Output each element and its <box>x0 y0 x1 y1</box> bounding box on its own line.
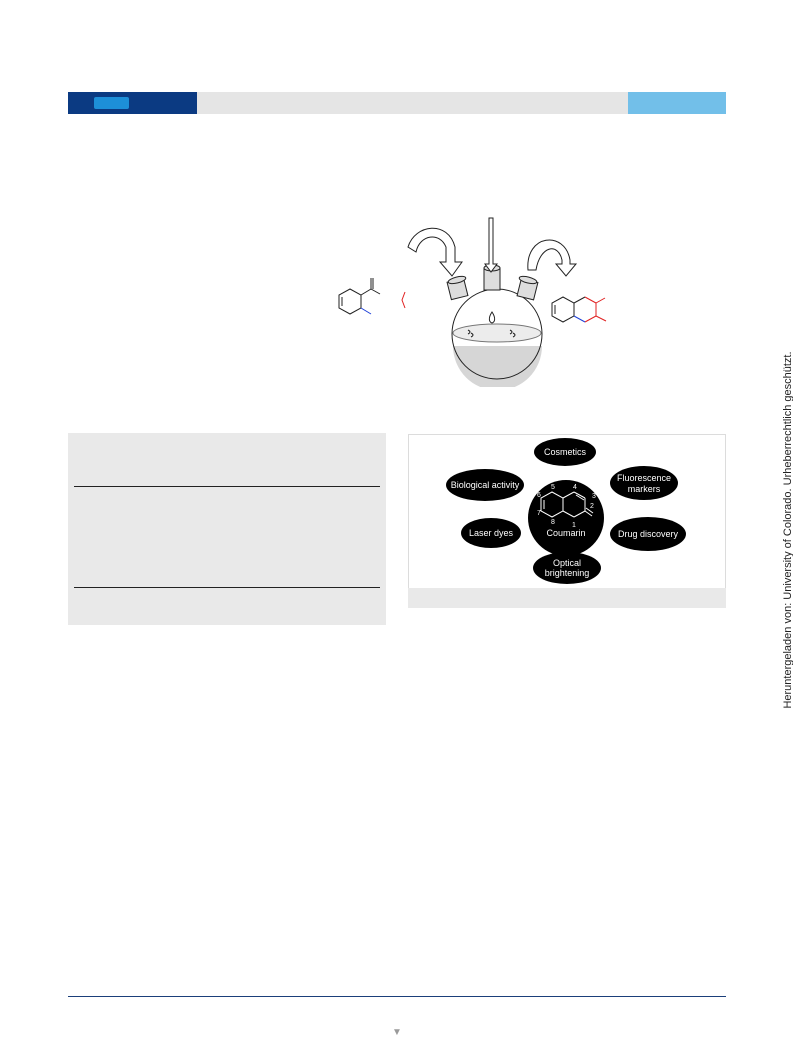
fluorescence-bubble <box>610 466 678 500</box>
ring-number-5: 5 <box>551 484 555 491</box>
ring-number-1: 1 <box>572 522 576 529</box>
label-laser-dyes: Laser dyes <box>469 528 514 538</box>
reaction-scheme <box>338 217 607 387</box>
label-optical: Optical <box>553 558 581 568</box>
header-brand-block <box>68 92 197 114</box>
label-biological-activity: Biological activity <box>451 480 520 490</box>
ring-number-2: 2 <box>590 503 594 510</box>
coumarin-skeleton <box>540 491 594 518</box>
label-markers: markers <box>628 484 661 494</box>
header-accent-block <box>628 92 726 114</box>
ring-number-3: 3 <box>592 493 596 500</box>
box-rule-top <box>74 486 380 487</box>
footer-rule <box>68 996 726 997</box>
ring-number-4: 4 <box>573 484 577 491</box>
label-brightening: brightening <box>545 568 590 578</box>
ring-number-8: 8 <box>551 519 555 526</box>
label-coumarin: Coumarin <box>546 528 585 538</box>
ring-number-7: 7 <box>537 510 541 517</box>
label-fluorescence: Fluorescence <box>617 473 671 483</box>
flask-icon <box>446 264 543 387</box>
laser-dyes-bubble <box>461 518 521 548</box>
reactant-structure <box>338 278 381 315</box>
ring-number-6: 6 <box>537 492 541 499</box>
red-bond-fragment <box>401 291 406 309</box>
summary-box <box>68 433 386 625</box>
label-cosmetics: Cosmetics <box>544 447 587 457</box>
product-structure <box>551 296 607 323</box>
download-notice: Heruntergeladen von: University of Color… <box>782 351 793 709</box>
label-drug-discovery: Drug discovery <box>618 529 679 539</box>
box-rule-bottom <box>74 587 380 588</box>
arrows <box>407 217 578 277</box>
triangle-down-icon[interactable]: ▼ <box>392 1027 402 1038</box>
header-bar <box>68 92 726 114</box>
drug-discovery-bubble <box>610 517 686 551</box>
header-pill[interactable] <box>94 97 129 109</box>
biological-activity-bubble <box>446 469 524 501</box>
coumarin-figure: Cosmetics Biological activity Fluorescen… <box>408 434 726 608</box>
cosmetics-bubble <box>534 438 596 466</box>
figure-caption-bar <box>408 588 726 608</box>
coumarin-diagram: Cosmetics Biological activity Fluorescen… <box>446 438 686 584</box>
optical-bubble <box>533 552 601 584</box>
